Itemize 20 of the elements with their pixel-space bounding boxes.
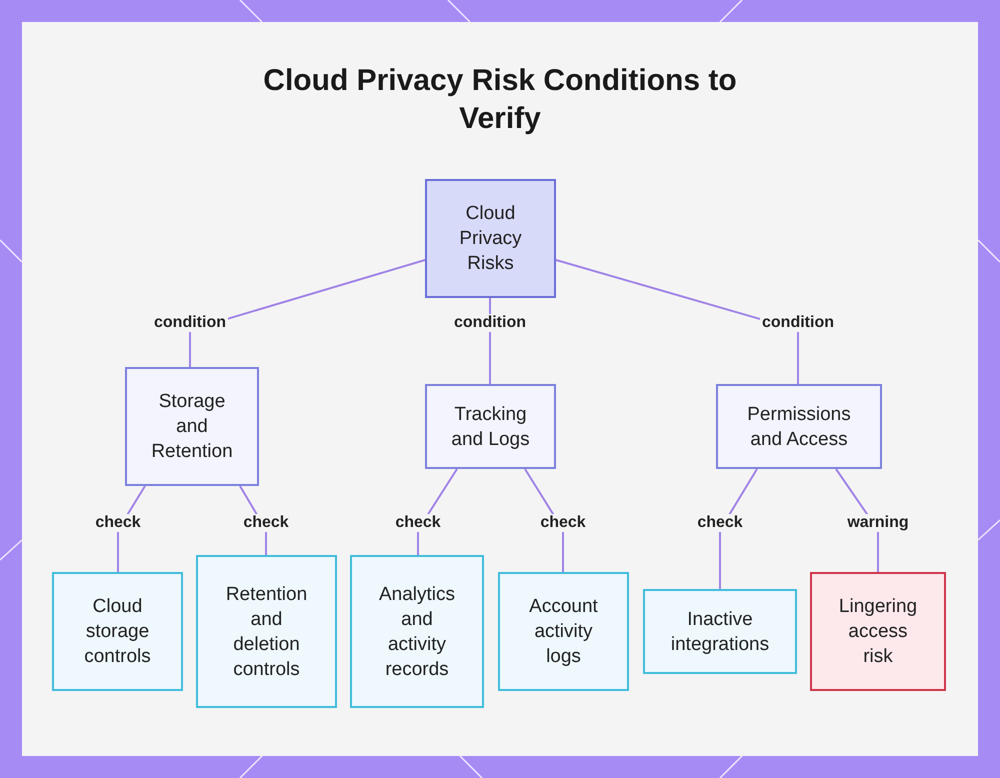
check-box: Analytics and activity records [350, 555, 484, 708]
category-box: Permissions and Access [716, 384, 882, 469]
edge-label: check [393, 514, 443, 532]
diagram-title: Cloud Privacy Risk Conditions to Verify [262, 63, 738, 137]
edge-label: check [241, 514, 291, 532]
edge-label: warning [845, 514, 911, 532]
check-box: Inactive integrations [643, 589, 797, 674]
edge-label: check [93, 514, 143, 532]
edge-label: condition [152, 314, 228, 332]
category-box: Storage and Retention [125, 367, 259, 486]
check-box: Cloud storage controls [52, 572, 183, 691]
check-box: Account activity logs [498, 572, 629, 691]
edge-label: condition [760, 314, 836, 332]
root-topic-box: Cloud Privacy Risks [425, 179, 556, 298]
warning-box: Lingering access risk [810, 572, 946, 691]
check-box: Retention and deletion controls [196, 555, 337, 708]
category-box: Tracking and Logs [425, 384, 556, 469]
edge-label: check [538, 514, 588, 532]
edge-label: condition [452, 314, 528, 332]
edge-label: check [695, 514, 745, 532]
